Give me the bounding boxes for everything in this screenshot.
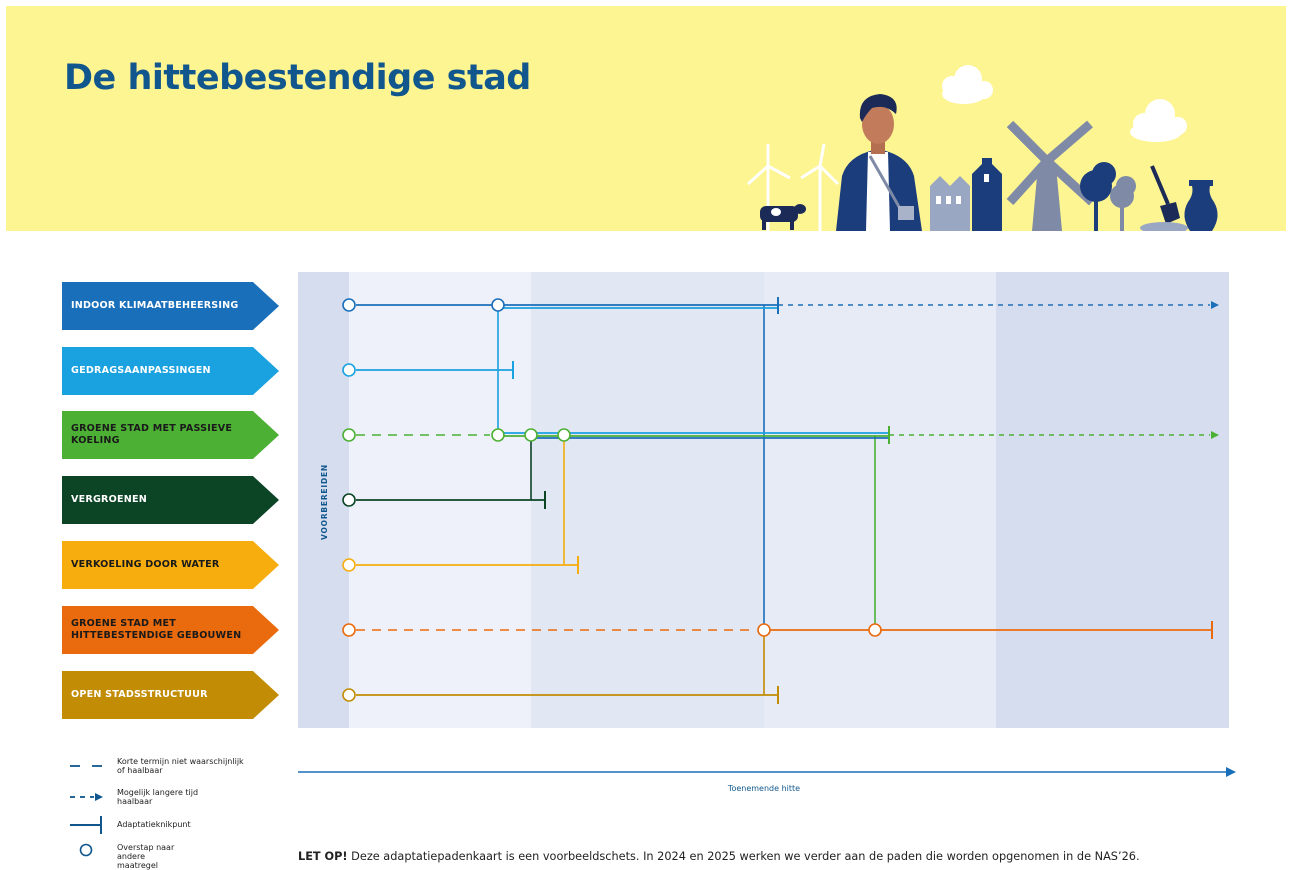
legend-item-dotted-arrow: Mogelijk langere tijd haalbaar bbox=[117, 788, 199, 806]
phase-label-voorbereiden: VOORBEREIDEN bbox=[320, 464, 329, 540]
dashed-continuations bbox=[356, 304, 1210, 631]
tipping-point-markers bbox=[512, 297, 1213, 704]
transfer-lines bbox=[497, 305, 876, 695]
cloud-icon bbox=[942, 65, 1187, 142]
path-label-gedragsaanpassingen: GEDRAGSAANPASSINGEN bbox=[62, 347, 279, 395]
note-text: Deze adaptatiepadenkaart is een voorbeel… bbox=[347, 850, 1140, 863]
tree-icon bbox=[1080, 162, 1136, 231]
disclaimer-note: LET OP! Deze adaptatiepadenkaart is een … bbox=[298, 850, 1140, 863]
path-lines bbox=[356, 304, 1212, 696]
axis-label: Toenemende hitte bbox=[727, 784, 801, 793]
cow-icon bbox=[760, 204, 806, 230]
header-banner: De hittebestendige stad bbox=[6, 6, 1286, 231]
path-label-indoor-klimaatbeheersing: INDOOR KLIMAATBEHEERSING bbox=[62, 282, 279, 330]
wind-turbine-icon bbox=[746, 143, 840, 231]
landscape-illustration bbox=[746, 65, 1218, 231]
path-label-groene-stad-hittebestendige-gebouwen: GROENE STAD MET HITTEBESTENDIGE GEBOUWEN bbox=[62, 606, 279, 654]
path-label-vergroenen: VERGROENEN bbox=[62, 476, 279, 524]
windmill-icon bbox=[1006, 120, 1096, 231]
legend-item-tipping-point: Adaptatieknikpunt bbox=[117, 820, 191, 829]
path-label-groene-stad-passieve-koeling: GROENE STAD MET PASSIEVE KOELING bbox=[62, 411, 279, 459]
page-title: De hittebestendige stad bbox=[64, 58, 531, 98]
shovel-icon bbox=[1140, 165, 1188, 231]
arrow-icon bbox=[1211, 301, 1219, 439]
path-label-verkoeling-door-water: VERKOELING DOOR WATER bbox=[62, 541, 279, 589]
note-bold: LET OP! bbox=[298, 850, 348, 863]
heat-axis-arrow bbox=[298, 767, 1236, 777]
legend-symbols bbox=[70, 765, 103, 857]
path-label-open-stadsstructuur: OPEN STADSSTRUCTUUR bbox=[62, 671, 279, 719]
vase-icon bbox=[1184, 180, 1218, 231]
legend-item-transfer: Overstap naar andere maatregel bbox=[117, 843, 175, 870]
legend-item-dashed: Korte termijn niet waarschijnlijk of haa… bbox=[117, 757, 244, 775]
canal-houses-icon bbox=[930, 158, 1002, 231]
transfer-circles bbox=[342, 298, 882, 702]
person-illustration bbox=[836, 94, 922, 231]
